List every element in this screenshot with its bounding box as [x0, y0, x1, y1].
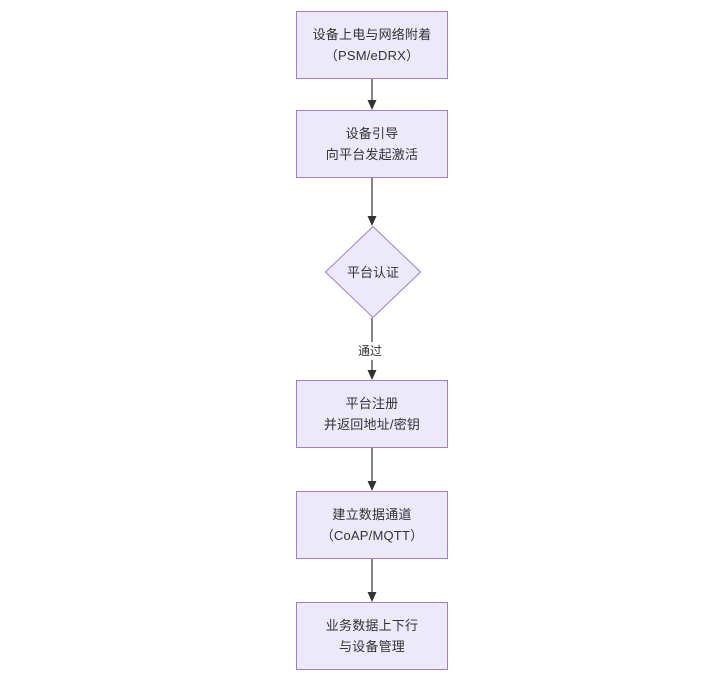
node-label: 业务数据上下行 与设备管理 — [325, 618, 419, 654]
edge-n1-n2 — [367, 79, 377, 110]
edge-n2-n3 — [367, 178, 377, 226]
node-label: 平台注册 并返回地址/密钥 — [323, 396, 421, 432]
diamond-shape-icon — [325, 226, 421, 318]
node-establish-data-channel[interactable]: 建立数据通道 （CoAP/MQTT） — [296, 491, 448, 559]
node-business-data-and-device-management[interactable]: 业务数据上下行 与设备管理 — [296, 602, 448, 670]
node-platform-authentication[interactable]: 平台认证 — [325, 226, 421, 318]
node-label: 建立数据通道 （CoAP/MQTT） — [320, 507, 424, 543]
node-device-power-on[interactable]: 设备上电与网络附着 （PSM/eDRX） — [296, 11, 448, 79]
edge-label-pass: 通过 — [355, 342, 386, 360]
node-device-bootstrap[interactable]: 设备引导 向平台发起激活 — [296, 110, 448, 178]
node-label: 设备上电与网络附着 （PSM/eDRX） — [312, 27, 432, 63]
edge-n5-n6 — [367, 559, 377, 602]
node-platform-registration[interactable]: 平台注册 并返回地址/密钥 — [296, 380, 448, 448]
node-label: 设备引导 向平台发起激活 — [325, 126, 419, 162]
edge-n4-n5 — [367, 448, 377, 491]
node-label: 平台认证 — [346, 264, 399, 280]
